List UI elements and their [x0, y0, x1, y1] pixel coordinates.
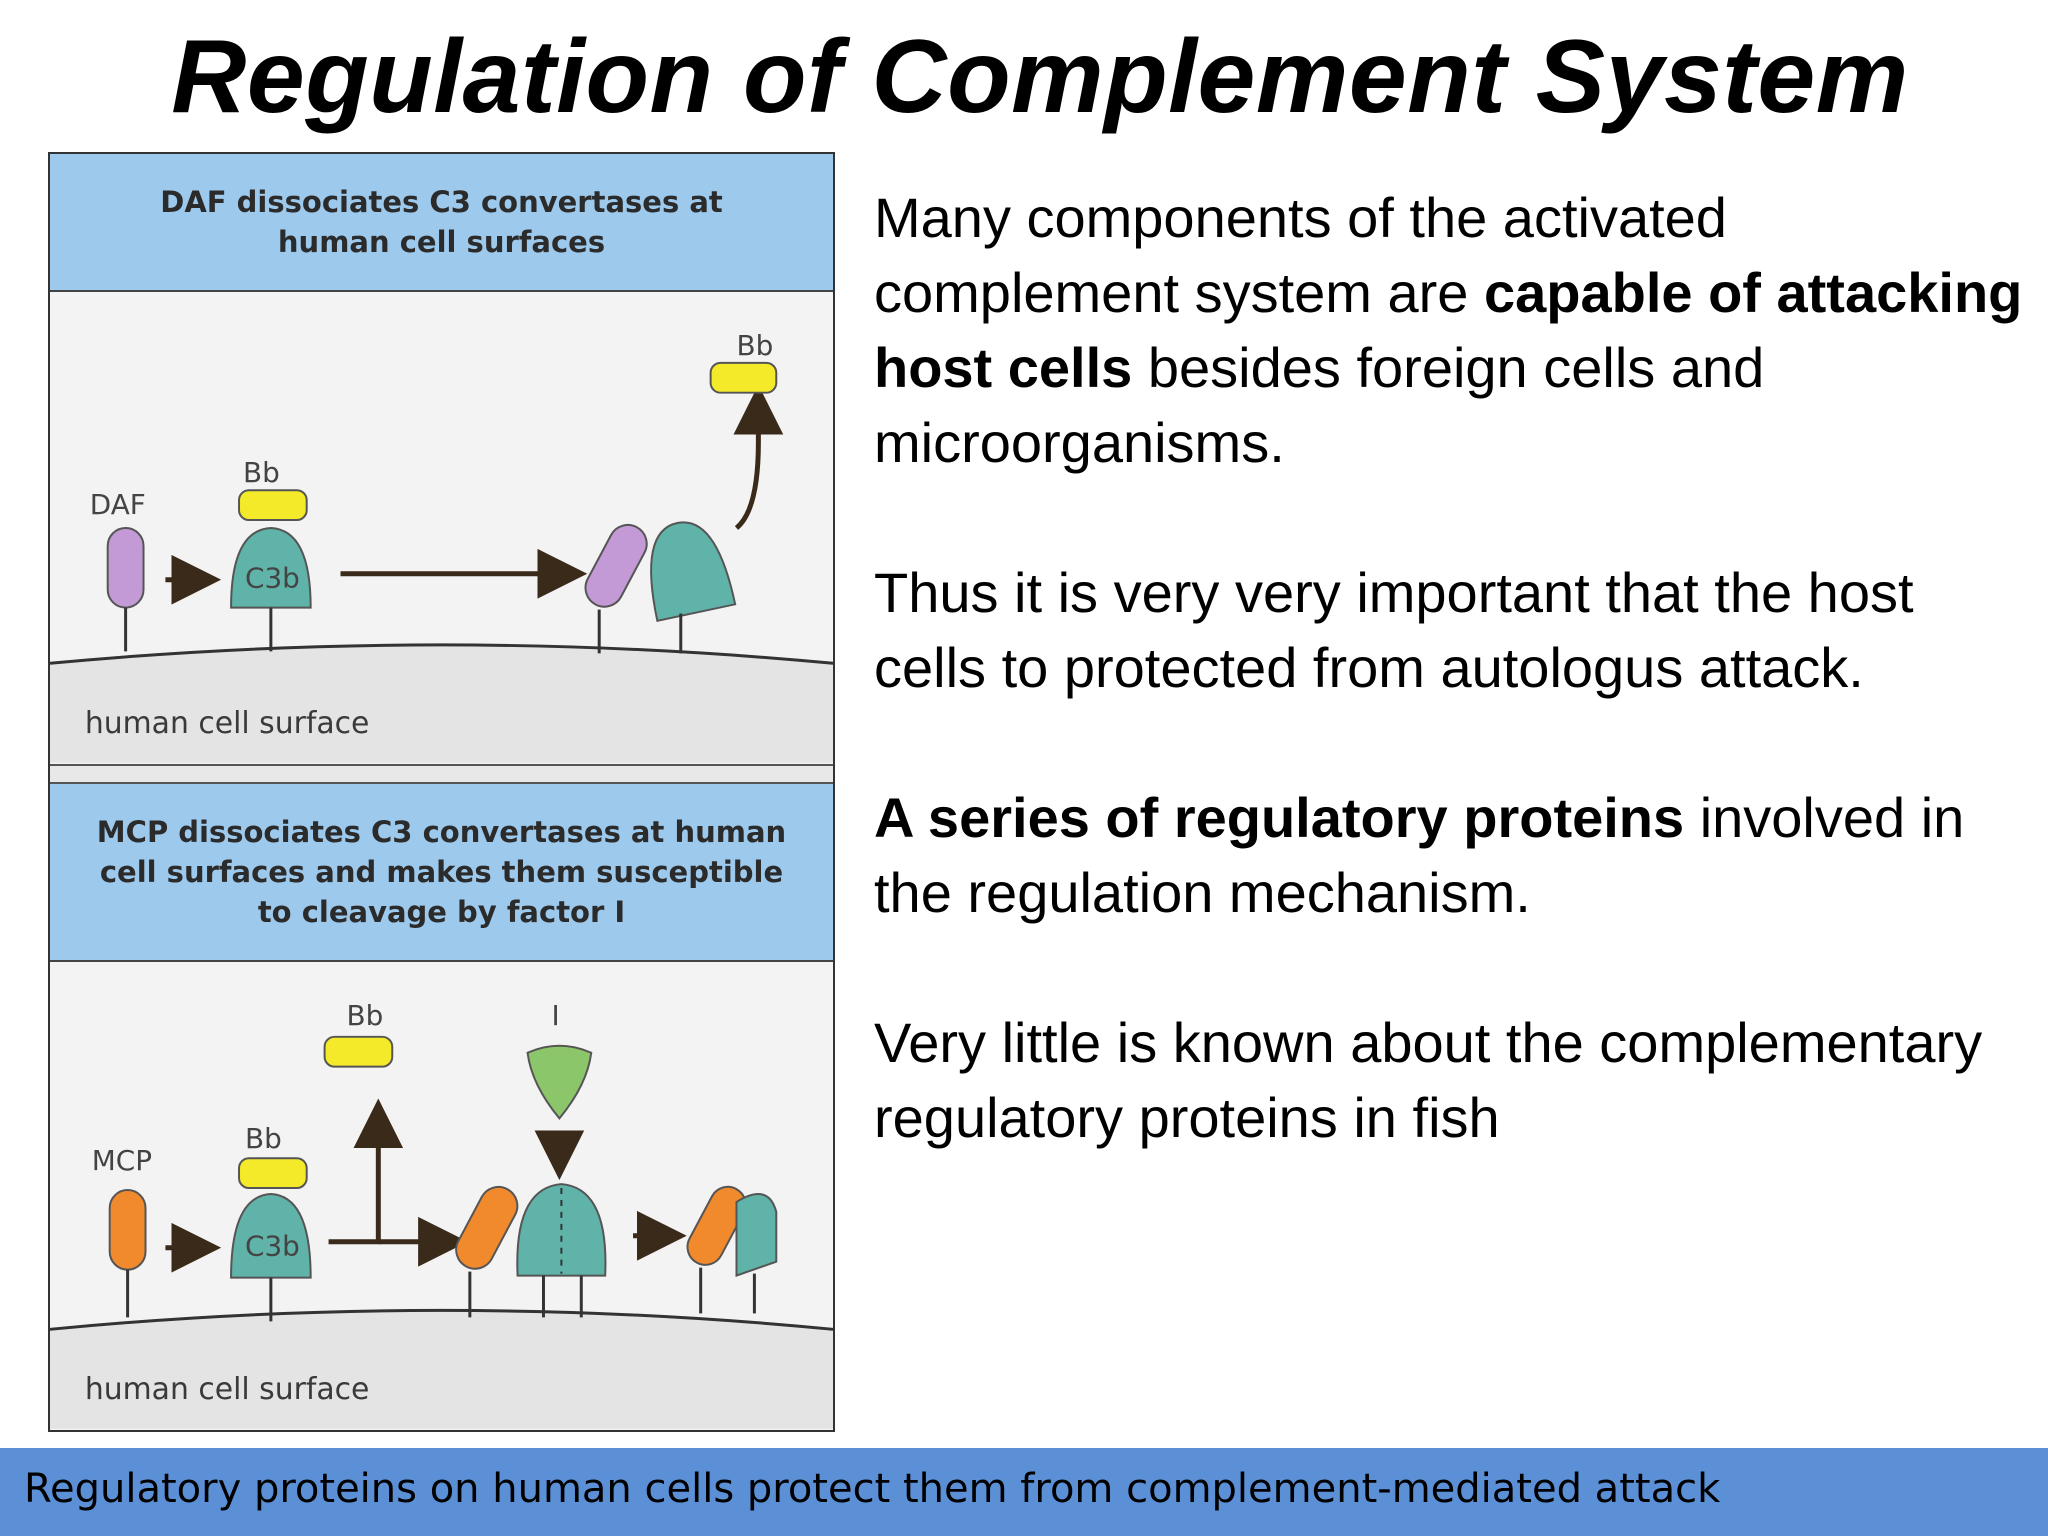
c3b-fragment [230, 527, 312, 609]
surface-label: human cell surface [85, 706, 370, 741]
c3b-bound [650, 521, 737, 623]
paragraph-1: Many components of the activated complem… [874, 186, 2023, 474]
bb-fragment [238, 1157, 308, 1190]
mcp-bound [455, 1185, 519, 1270]
bb-fragment [238, 489, 308, 522]
factor-i [526, 1044, 593, 1120]
surface-label: human cell surface [85, 1372, 370, 1407]
panel-divider [50, 764, 833, 784]
c3b-label: C3b [245, 1230, 300, 1263]
mcp-diagram: human cell surface MCP Bb C3b Bb I [50, 999, 833, 1429]
paragraph-4: Very little is known about the complemen… [874, 1011, 1983, 1149]
c3b-fragment [230, 1193, 312, 1279]
mcp-final [686, 1185, 747, 1266]
bb-released [709, 361, 778, 394]
slide-title: Regulation of Complement System [171, 19, 1909, 135]
footer-caption: Regulatory proteins on human cells prote… [24, 1466, 1721, 1512]
daf-diagram: human cell surface DAF Bb C3b Bb [50, 329, 833, 763]
bb-label: Bb [245, 1122, 282, 1155]
daf-panel: DAF dissociates C3 convertases at human … [50, 154, 833, 764]
footer-bar: Regulatory proteins on human cells prote… [0, 1448, 2048, 1536]
emphasis-attacking: capable of attacking host cells [874, 261, 2023, 399]
mcp-panel: MCP dissociates C3 convertases at human … [50, 784, 833, 1430]
paragraph-3: A series of regulatory proteins involved… [874, 786, 1965, 924]
paragraph-2: Thus it is very very important that the … [874, 561, 1914, 699]
bb-released-label: Bb [736, 329, 773, 362]
complement-regulation-figure: DAF dissociates C3 convertases at human … [48, 152, 835, 1432]
mcp-protein [108, 1189, 147, 1271]
daf-label: DAF [90, 488, 146, 521]
cell-membrane [50, 1310, 833, 1429]
slide-body-text: Many components of the activated complem… [874, 180, 2024, 1230]
emphasis-regulatory: A series of regulatory proteins [874, 786, 1685, 849]
ic3b-fragment [735, 1193, 778, 1277]
factor-i-label: I [551, 999, 559, 1032]
bb-released [323, 1035, 394, 1068]
mcp-panel-header: MCP dissociates C3 convertases at human … [50, 784, 833, 962]
daf-bound [584, 523, 648, 608]
daf-panel-header: DAF dissociates C3 convertases at human … [50, 154, 833, 292]
c3b-label: C3b [245, 562, 300, 595]
bb-released-label: Bb [346, 999, 383, 1032]
bb-label: Bb [243, 456, 280, 489]
cell-membrane [50, 644, 833, 763]
mcp-label: MCP [92, 1144, 152, 1177]
daf-protein [106, 527, 145, 609]
